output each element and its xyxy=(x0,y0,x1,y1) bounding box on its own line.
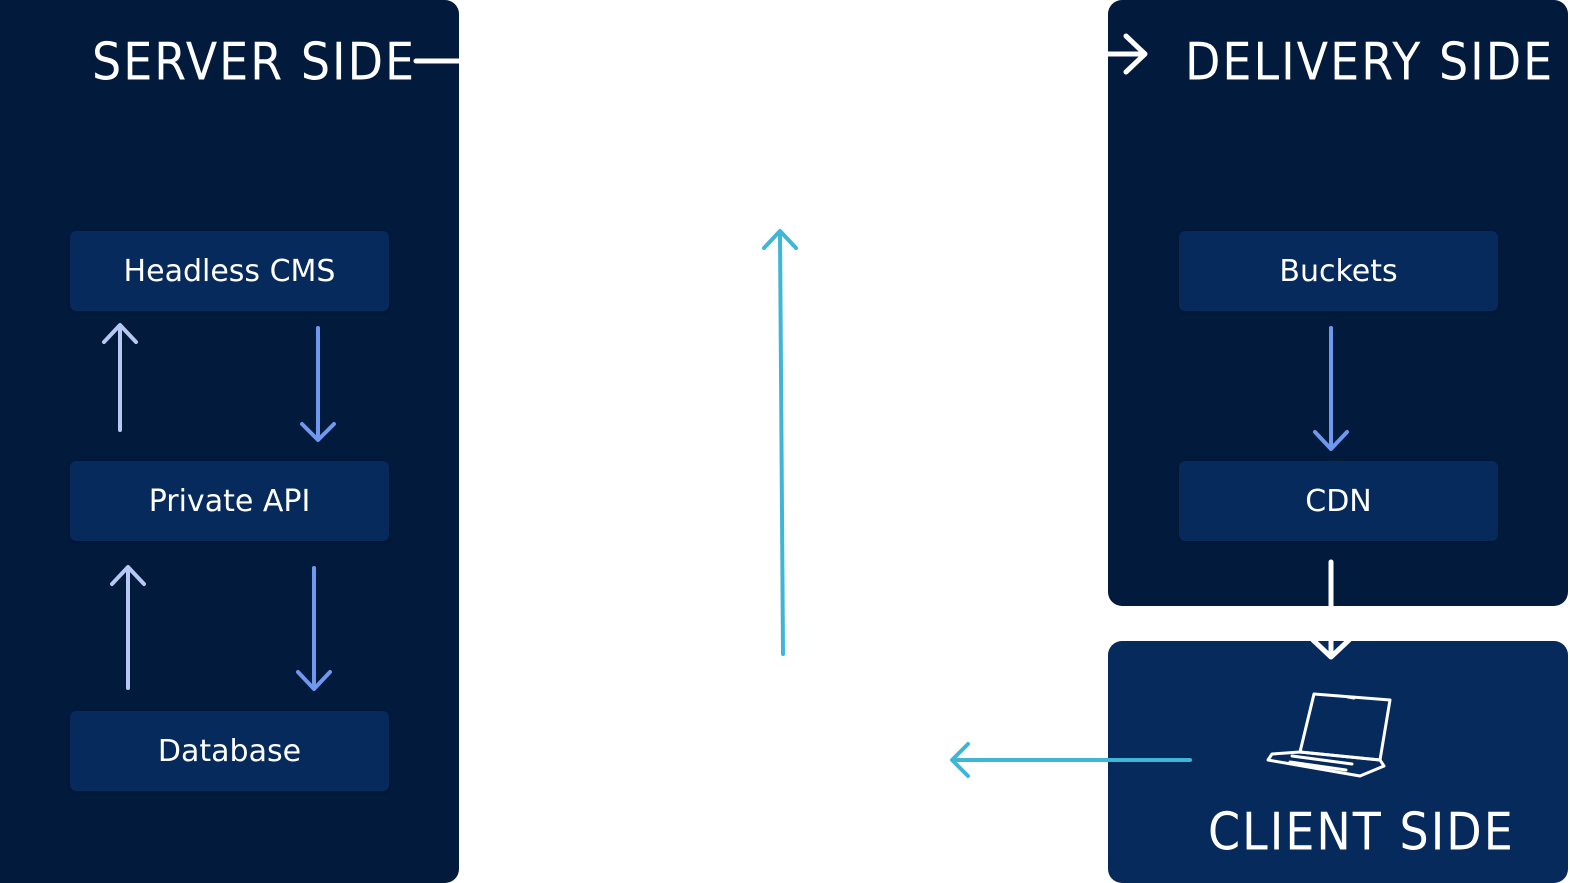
arrow-center-upward xyxy=(762,229,798,656)
database-node: Database xyxy=(70,711,389,791)
private-api-node: Private API xyxy=(70,461,389,541)
cdn-node: CDN xyxy=(1179,461,1498,541)
buckets-node: Buckets xyxy=(1179,231,1498,311)
headless-cms-node: Headless CMS xyxy=(70,231,389,311)
client-side-title: CLIENT SIDE xyxy=(1208,801,1515,862)
arrow-server-to-delivery xyxy=(413,33,1148,75)
server-side-title: SERVER SIDE xyxy=(92,31,417,92)
delivery-side-title: DELIVERY SIDE xyxy=(1185,31,1555,92)
laptop-icon xyxy=(1266,692,1392,778)
